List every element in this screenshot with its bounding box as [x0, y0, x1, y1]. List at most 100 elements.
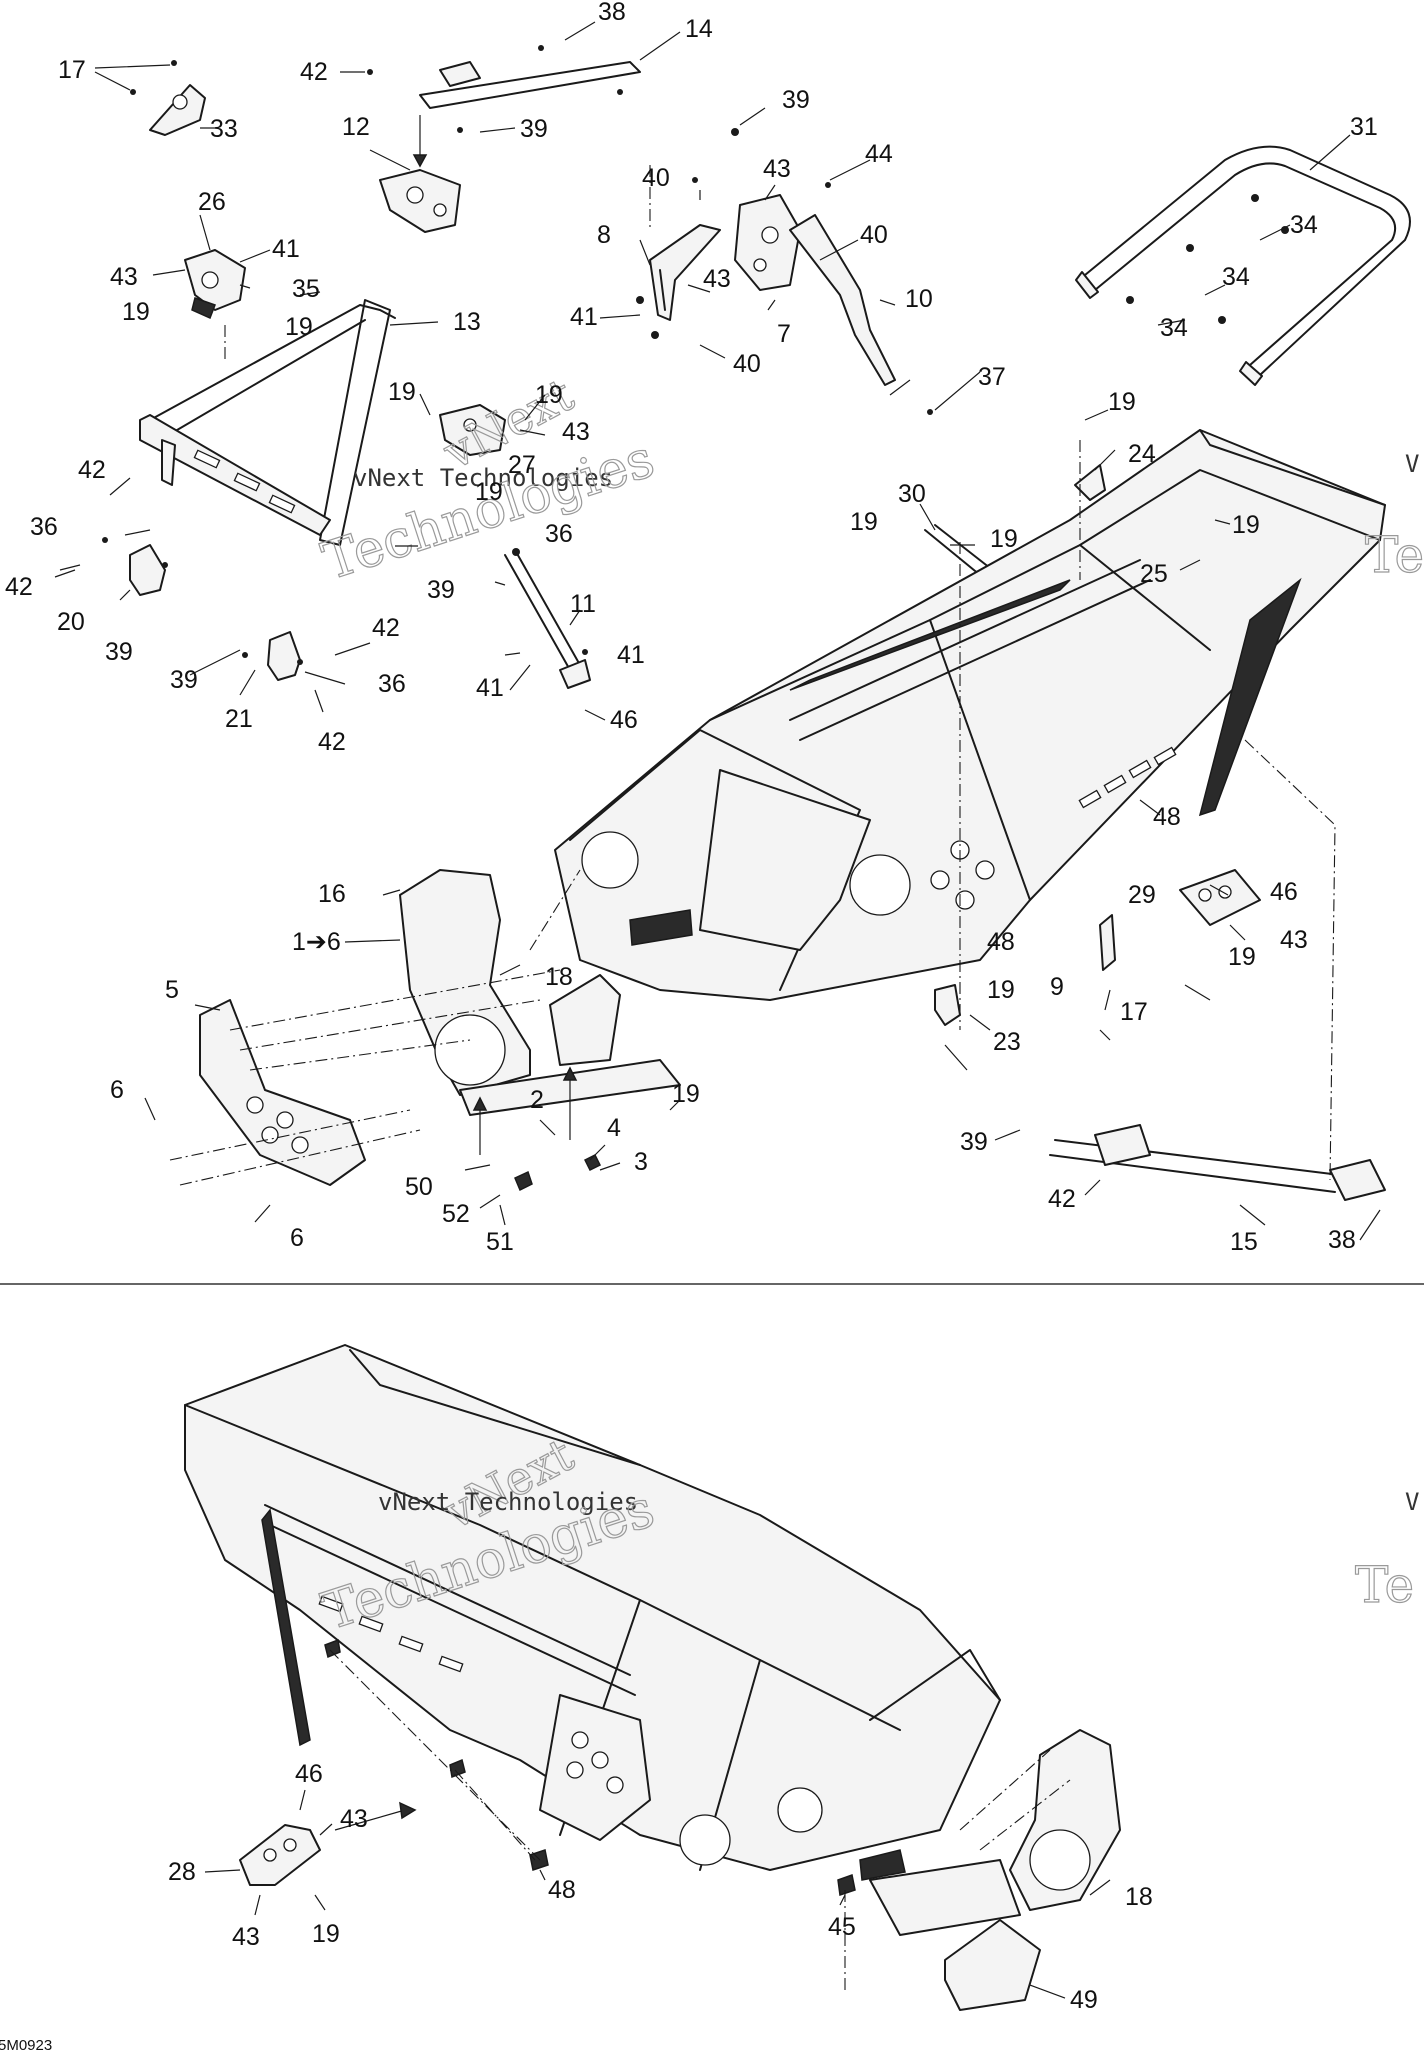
callout-19: 19: [122, 298, 150, 326]
callout-48: 48: [987, 928, 1015, 956]
callout-43: 43: [232, 1923, 260, 1951]
callout-42: 42: [372, 614, 400, 642]
callout-17: 17: [1120, 998, 1148, 1026]
callout-30: 30: [898, 480, 926, 508]
callout-18: 18: [545, 963, 573, 991]
part-11-link: [504, 548, 591, 689]
callout-45: 45: [828, 1913, 856, 1941]
callout-10: 10: [905, 285, 933, 313]
callout-19: 19: [990, 525, 1018, 553]
bottom-loose-parts: [239, 1638, 1121, 2011]
part-15-strut: [1049, 1124, 1386, 1201]
callout-21: 21: [225, 705, 253, 733]
callout-43: 43: [1280, 926, 1308, 954]
watermark-text: Te: [1355, 1556, 1414, 1614]
part-27-bracket: [439, 404, 506, 456]
watermark-text: V: [1405, 1488, 1419, 1516]
callout-34: 34: [1222, 263, 1250, 291]
part-13-a-frame: [139, 299, 396, 546]
callout-42: 42: [78, 456, 106, 484]
callout-6: 6: [290, 1224, 304, 1252]
callout-46: 46: [1270, 878, 1298, 906]
callout-19: 19: [475, 478, 503, 506]
callout-39: 39: [782, 86, 810, 114]
watermark-text: V: [1405, 450, 1419, 478]
tunnel-frame-bottom: [184, 1344, 1001, 1881]
callout-31: 31: [1350, 113, 1378, 141]
part-12-bracket: [379, 115, 461, 233]
tunnel-frame-top: [554, 429, 1386, 1001]
alignment-lines-bottom: [329, 1649, 1071, 1990]
callout-39: 39: [960, 1128, 988, 1156]
callout-34: 34: [1160, 314, 1188, 342]
callout-16: 16: [318, 880, 346, 908]
callout-19: 19: [312, 1920, 340, 1948]
callout-19: 19: [850, 508, 878, 536]
part-33-bracket: [130, 60, 206, 136]
watermark-text: vNext Technologies: [378, 1488, 638, 1516]
callout-20: 20: [57, 608, 85, 636]
callout-18: 18: [1125, 1883, 1153, 1911]
callout-43: 43: [763, 155, 791, 183]
callout-19: 19: [1232, 511, 1260, 539]
callout-19: 19: [535, 381, 563, 409]
callout-7: 7: [777, 320, 791, 348]
callout-28: 28: [168, 1858, 196, 1886]
callout-39: 39: [427, 576, 455, 604]
callout-25: 25: [1140, 560, 1168, 588]
parts-9-23-29: [934, 869, 1261, 1026]
callout-42: 42: [5, 573, 33, 601]
watermark-text: vNext Technologies: [353, 464, 613, 492]
alignment-lines-top: [169, 165, 1336, 1186]
callout-42: 42: [1048, 1185, 1076, 1213]
part-20-21-brackets: [102, 537, 303, 681]
callout-2: 2: [530, 1086, 544, 1114]
callout-24: 24: [1128, 440, 1156, 468]
part-14-strut: [367, 45, 641, 133]
callout-36: 36: [30, 513, 58, 541]
callout-39: 39: [170, 666, 198, 694]
callout-13: 13: [453, 308, 481, 336]
front-suspension-assembly: [199, 869, 681, 1192]
callout-38: 38: [598, 0, 626, 26]
callout-35: 35: [292, 275, 320, 303]
callout-27: 27: [508, 451, 536, 479]
callout-43: 43: [110, 263, 138, 291]
callout-41: 41: [570, 303, 598, 331]
callout-33: 33: [210, 115, 238, 143]
callout-leaders-bottom: [204, 1789, 1111, 1999]
callout-42: 42: [318, 728, 346, 756]
callout-19: 19: [672, 1080, 700, 1108]
callout-48: 48: [1153, 803, 1181, 831]
callout-19: 19: [1108, 388, 1136, 416]
callout-1-to-6: 1➔6: [292, 928, 341, 956]
callout-41: 41: [617, 641, 645, 669]
callout-42: 42: [300, 58, 328, 86]
callout-19: 19: [1228, 943, 1256, 971]
watermark-text: Te: [1365, 526, 1424, 584]
callout-19: 19: [388, 378, 416, 406]
part-26-bracket: [184, 249, 246, 320]
callout-4: 4: [607, 1114, 621, 1142]
callout-19: 19: [285, 313, 313, 341]
callout-43: 43: [703, 265, 731, 293]
callout-41: 41: [272, 235, 300, 263]
callout-9: 9: [1050, 973, 1064, 1001]
callout-52: 52: [442, 1200, 470, 1228]
callout-36: 36: [545, 520, 573, 548]
callouts-bottom: 46 43 28 48 18 43 19 45 49: [168, 1760, 1153, 2014]
callout-17: 17: [58, 56, 86, 84]
callout-15: 15: [1230, 1228, 1258, 1256]
callout-40: 40: [733, 350, 761, 378]
callout-41: 41: [476, 674, 504, 702]
callout-49: 49: [1070, 1986, 1098, 2014]
callout-36: 36: [378, 670, 406, 698]
callout-3: 3: [634, 1148, 648, 1176]
callout-19: 19: [987, 976, 1015, 1004]
callout-37: 37: [978, 363, 1006, 391]
callout-29: 29: [1128, 881, 1156, 909]
callout-12: 12: [342, 113, 370, 141]
callout-26: 26: [198, 188, 226, 216]
callout-8: 8: [597, 221, 611, 249]
